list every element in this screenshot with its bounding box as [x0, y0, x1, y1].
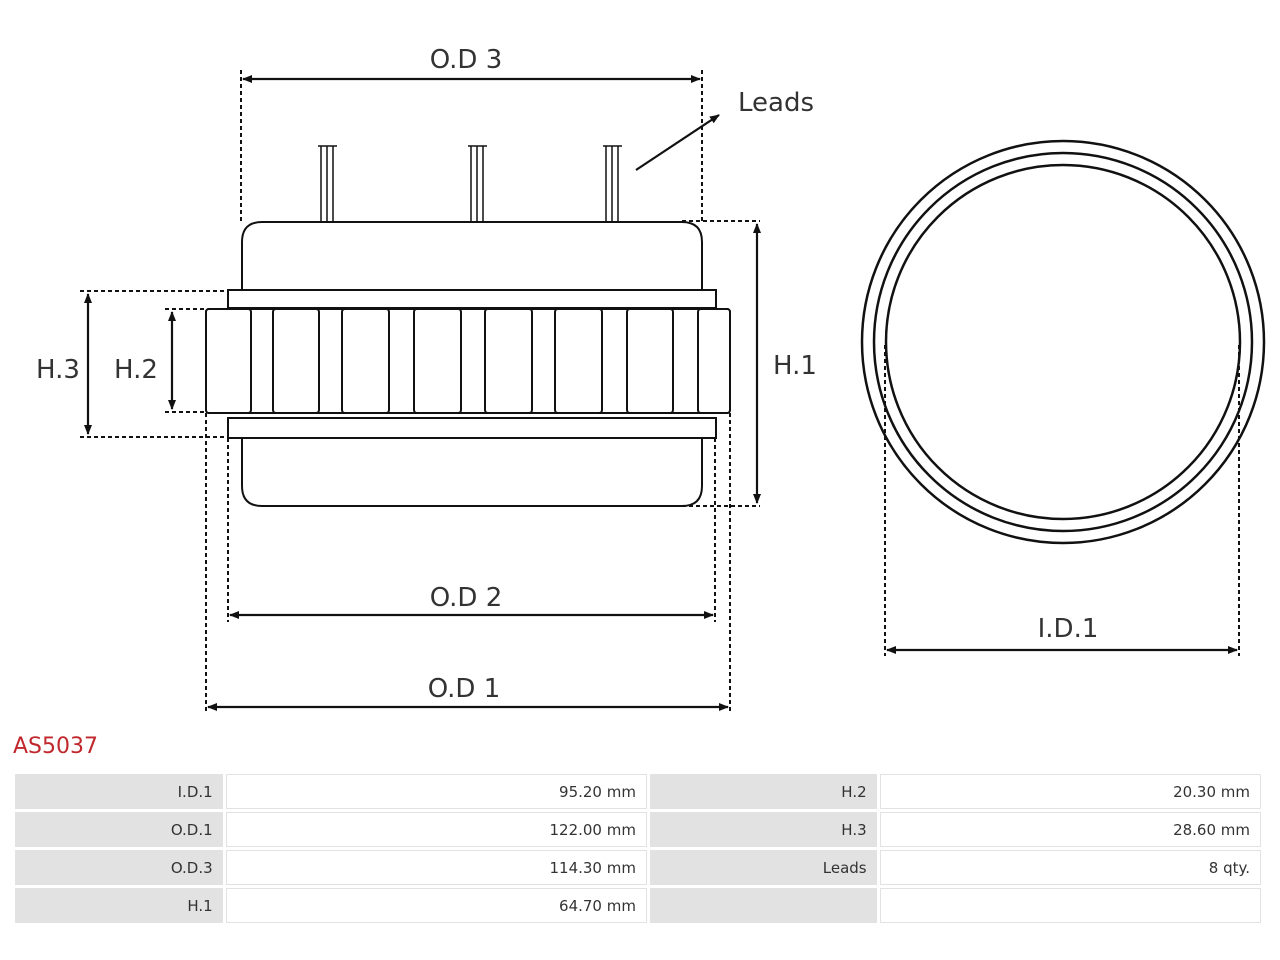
spec-label: H.2 [649, 774, 877, 809]
winding-top [241, 221, 703, 293]
leads-pointer [635, 114, 720, 171]
core-teeth [205, 308, 731, 414]
core-plate-bottom [227, 417, 717, 439]
spec-value: 20.30 mm [879, 774, 1261, 809]
spec-label: I.D.1 [15, 774, 223, 809]
stator-dimension-diagram: O.D 3 Leads H.1 H.3 H.2 O.D 2 O.D 1 I.D.… [36, 45, 1266, 714]
spec-value: 122.00 mm [225, 812, 647, 847]
spec-value [879, 888, 1261, 923]
middle-ring [872, 151, 1254, 533]
spec-label: O.D.1 [15, 812, 223, 847]
core-plate-top [227, 289, 717, 309]
table-row: I.D.1 95.20 mm H.2 20.30 mm [15, 774, 1261, 809]
h1-label: H.1 [773, 351, 817, 381]
dimension-arrows [84, 75, 1238, 711]
lead-wires [318, 145, 622, 222]
extension-lines [80, 70, 1240, 714]
od3-label: O.D 3 [430, 45, 503, 75]
table-row: O.D.3 114.30 mm Leads 8 qty. [15, 850, 1261, 885]
part-number-title: AS5037 [13, 734, 99, 759]
stator-top-view [860, 139, 1266, 545]
id1-label: I.D.1 [1038, 614, 1099, 644]
h3-label: H.3 [36, 355, 80, 385]
winding-bottom [241, 435, 703, 507]
spec-value: 64.70 mm [225, 888, 647, 923]
leads-label: Leads [738, 88, 814, 118]
table-row: H.1 64.70 mm [15, 888, 1261, 923]
od2-label: O.D 2 [430, 583, 503, 613]
spec-value: 114.30 mm [225, 850, 647, 885]
spec-label: Leads [649, 850, 877, 885]
spec-table: I.D.1 95.20 mm H.2 20.30 mm O.D.1 122.00… [12, 771, 1264, 926]
spec-value: 95.20 mm [225, 774, 647, 809]
spec-value: 8 qty. [879, 850, 1261, 885]
od1-label: O.D 1 [428, 674, 501, 704]
table-row: O.D.1 122.00 mm H.3 28.60 mm [15, 812, 1261, 847]
spec-value: 28.60 mm [879, 812, 1261, 847]
stator-side-view [205, 145, 731, 507]
outer-ring [860, 139, 1266, 545]
spec-label [649, 888, 877, 923]
h2-label: H.2 [114, 355, 158, 385]
spec-label: O.D.3 [15, 850, 223, 885]
dimension-labels: O.D 3 Leads H.1 H.3 H.2 O.D 2 O.D 1 I.D.… [36, 45, 1098, 704]
spec-label: H.1 [15, 888, 223, 923]
spec-label: H.3 [649, 812, 877, 847]
inner-ring [884, 163, 1242, 521]
